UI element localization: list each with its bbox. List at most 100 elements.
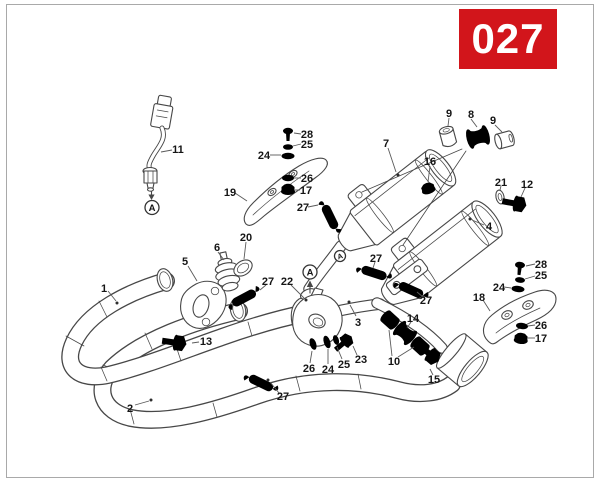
detail-marker-A: A <box>333 249 347 263</box>
leader-line <box>309 350 313 364</box>
part-callout-13: 13 <box>200 336 212 348</box>
part-callout-27: 27 <box>370 253 382 265</box>
part-callout-27: 27 <box>297 202 309 214</box>
tail-outlet <box>435 333 489 388</box>
part-callout-5: 5 <box>182 256 188 268</box>
leader-line <box>499 185 502 191</box>
part-callout-16: 16 <box>424 156 436 168</box>
leader-line <box>290 284 305 299</box>
part-callout-26: 26 <box>535 320 547 332</box>
leader-line <box>470 118 478 128</box>
part-callout-1: 1 <box>101 283 107 295</box>
part-callout-9: 9 <box>490 115 496 127</box>
mount-alignment-line <box>361 148 463 193</box>
leader-line <box>388 329 393 357</box>
leader-line <box>406 321 412 329</box>
part-callout-11: 11 <box>172 144 184 156</box>
leader-line <box>293 132 302 135</box>
leader-line <box>429 368 434 376</box>
washer-26 <box>282 174 294 182</box>
bushing-9-left <box>438 125 458 148</box>
leader-line <box>107 290 117 302</box>
detail-arrow-a1 <box>148 190 155 200</box>
leader-line <box>524 275 536 280</box>
part-callout-26: 26 <box>303 363 315 375</box>
screw-28 <box>283 127 293 141</box>
leader-dot <box>115 301 119 305</box>
part-callout-24: 24 <box>322 364 335 376</box>
detail-marker-A: A <box>302 264 318 280</box>
heat-shield-18 <box>483 289 557 345</box>
muffler-7 <box>337 149 457 252</box>
part-callout-27: 27 <box>420 295 432 307</box>
part-callout-26: 26 <box>301 173 313 185</box>
leader-dot <box>304 298 308 302</box>
leader-dot <box>347 300 351 304</box>
bracket-22 <box>292 287 343 347</box>
leader-line <box>187 265 198 282</box>
part-callout-15: 15 <box>428 374 440 386</box>
leader-line <box>525 263 536 267</box>
leader-dot <box>149 398 153 402</box>
leader-line <box>416 291 424 298</box>
exhaust-pipe-1 <box>61 268 315 386</box>
part-callout-6: 6 <box>214 242 220 254</box>
part-callout-10: 10 <box>388 356 400 368</box>
leader-line <box>217 251 225 261</box>
leader-line <box>447 117 450 127</box>
bushing-9-right <box>494 130 515 150</box>
part-callouts: 1234567899101112131415161717181920212223… <box>101 108 547 415</box>
leader-line <box>243 241 247 260</box>
leader-line <box>427 165 431 183</box>
part-callout-2: 2 <box>127 403 133 415</box>
mount-alignment-line <box>402 150 467 246</box>
part-callout-19: 19 <box>224 187 236 199</box>
detail-arrow-a2 <box>306 280 314 294</box>
leader-lines <box>107 117 536 406</box>
washer-25 <box>283 144 293 150</box>
leader-line <box>387 147 397 173</box>
part-callout-14: 14 <box>407 313 420 325</box>
part-callout-23: 23 <box>355 354 367 366</box>
leader-line <box>352 345 358 356</box>
part-callout-28: 28 <box>535 259 547 271</box>
part-callout-20: 20 <box>240 232 252 244</box>
washer-24 <box>281 152 295 160</box>
part-callout-8: 8 <box>468 109 474 121</box>
part-callout-4: 4 <box>486 221 493 233</box>
flange-5 <box>180 280 227 329</box>
leader-line <box>134 400 150 406</box>
leader-line <box>527 324 536 327</box>
bolt-12 <box>500 193 528 214</box>
detail-marker-A: A <box>144 199 160 216</box>
leader-line <box>349 304 357 317</box>
part-callout-21: 21 <box>495 177 507 189</box>
leader-line <box>482 299 491 312</box>
spring-27 <box>317 198 343 236</box>
leader-line <box>160 149 173 153</box>
exhaust-pipe-2 <box>93 298 461 429</box>
gasket-20 <box>233 259 253 277</box>
leader-line <box>269 381 280 394</box>
page-number-badge: 027 <box>459 9 557 69</box>
screw-28 <box>513 261 526 276</box>
leader-line <box>307 204 319 208</box>
leader-line <box>471 219 485 226</box>
washer-24 <box>511 285 525 293</box>
part-callout-25: 25 <box>338 359 350 371</box>
leader-line <box>191 341 200 344</box>
leader-dot <box>468 217 472 221</box>
part-callout-24: 24 <box>493 282 506 294</box>
part-callout-17: 17 <box>535 333 547 345</box>
leader-line <box>503 286 512 289</box>
part-callout-27: 27 <box>262 276 274 288</box>
valve-fitting-6 <box>214 251 241 292</box>
leader-line <box>292 143 302 147</box>
nut-17 <box>513 332 529 345</box>
leader-line <box>397 346 415 358</box>
part-callout-27: 27 <box>277 391 289 403</box>
leader-line <box>259 284 267 291</box>
lambda-sensor-11 <box>142 94 174 192</box>
